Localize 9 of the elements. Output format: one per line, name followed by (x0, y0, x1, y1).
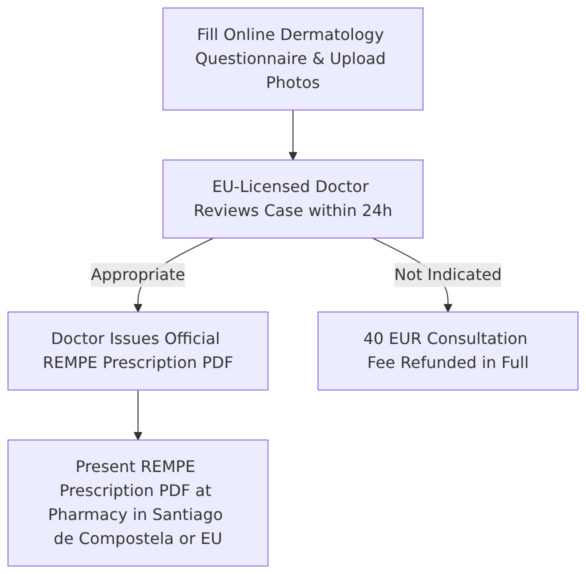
edge-label: Not Indicated (394, 265, 502, 284)
node-box: Doctor Issues Official REMPE Prescription PDF (8, 312, 268, 390)
arrow (288, 110, 298, 160)
node-box: 40 EUR Consultation Fee Refunded in Full (318, 312, 578, 390)
node-box: Fill Online Dermatology Questionnaire & Upload Photos (162, 8, 424, 110)
edge-label: Appropriate (90, 265, 186, 284)
node-box: Present REMPE Prescription PDF at Pharmacy in Santiago de Compostela or EU (8, 440, 268, 566)
arrow (134, 390, 142, 440)
node-box: EU-Licensed Doctor Reviews Case within 24h (162, 160, 424, 238)
